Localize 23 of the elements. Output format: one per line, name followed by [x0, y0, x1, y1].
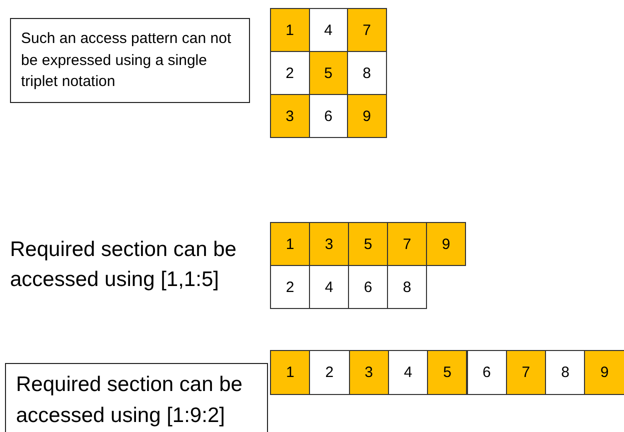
- grid-cell: 7: [387, 222, 427, 266]
- grid-cell: 9: [426, 222, 466, 266]
- grid-cell: 7: [506, 350, 546, 395]
- grid-cell: 5: [348, 222, 388, 266]
- grid-cell: 9: [584, 350, 624, 395]
- grid-cell: 6: [466, 350, 507, 395]
- grid-cell: 3: [270, 94, 310, 138]
- grid-cell: 1: [270, 350, 310, 395]
- grid-cell: 9: [347, 94, 386, 138]
- note-box: Such an access pattern can not be expressed using a single triplet notation: [10, 18, 250, 103]
- grid-cell: 5: [308, 51, 348, 95]
- grid-cell: 7: [347, 8, 386, 52]
- grid-cell: 1: [270, 8, 310, 52]
- grid-cell: 8: [545, 350, 586, 395]
- grid-cell: 1: [270, 222, 310, 266]
- grid-cell: 4: [388, 350, 428, 395]
- grid-cell: 2: [270, 265, 310, 309]
- grid-cell: 3: [348, 350, 389, 395]
- grid-cell: 8: [387, 265, 427, 309]
- grid-cell: 2: [309, 350, 350, 395]
- grid-cell: 5: [427, 350, 468, 395]
- grid-cell: 3: [309, 222, 349, 266]
- note-box: Required section can be accessed using [1:9:2]: [5, 363, 268, 432]
